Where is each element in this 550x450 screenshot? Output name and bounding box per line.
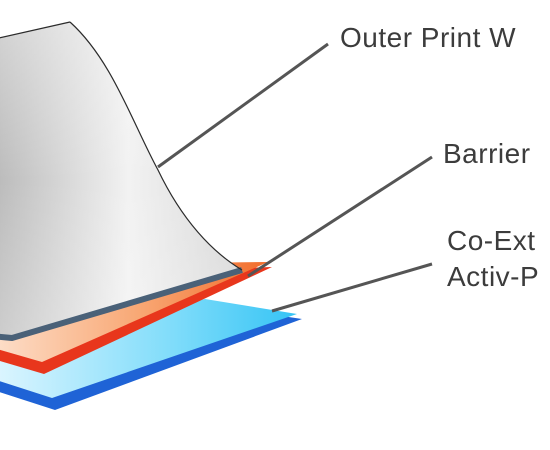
label-barrier: Barrier	[443, 138, 531, 169]
barrier-film-layer	[0, 262, 272, 374]
leader-line-barrier	[247, 155, 433, 278]
label-co-extruded-line2: Activ-P	[447, 261, 539, 292]
leader-line-inner	[271, 262, 433, 313]
label-outer-print-web: Outer Print W	[340, 22, 516, 53]
label-co-extruded-line1: Co-Ext	[447, 225, 536, 256]
leader-line-outer	[157, 42, 329, 169]
inner-film-layer	[0, 299, 302, 410]
outer-print-web-layer	[0, 21, 243, 341]
